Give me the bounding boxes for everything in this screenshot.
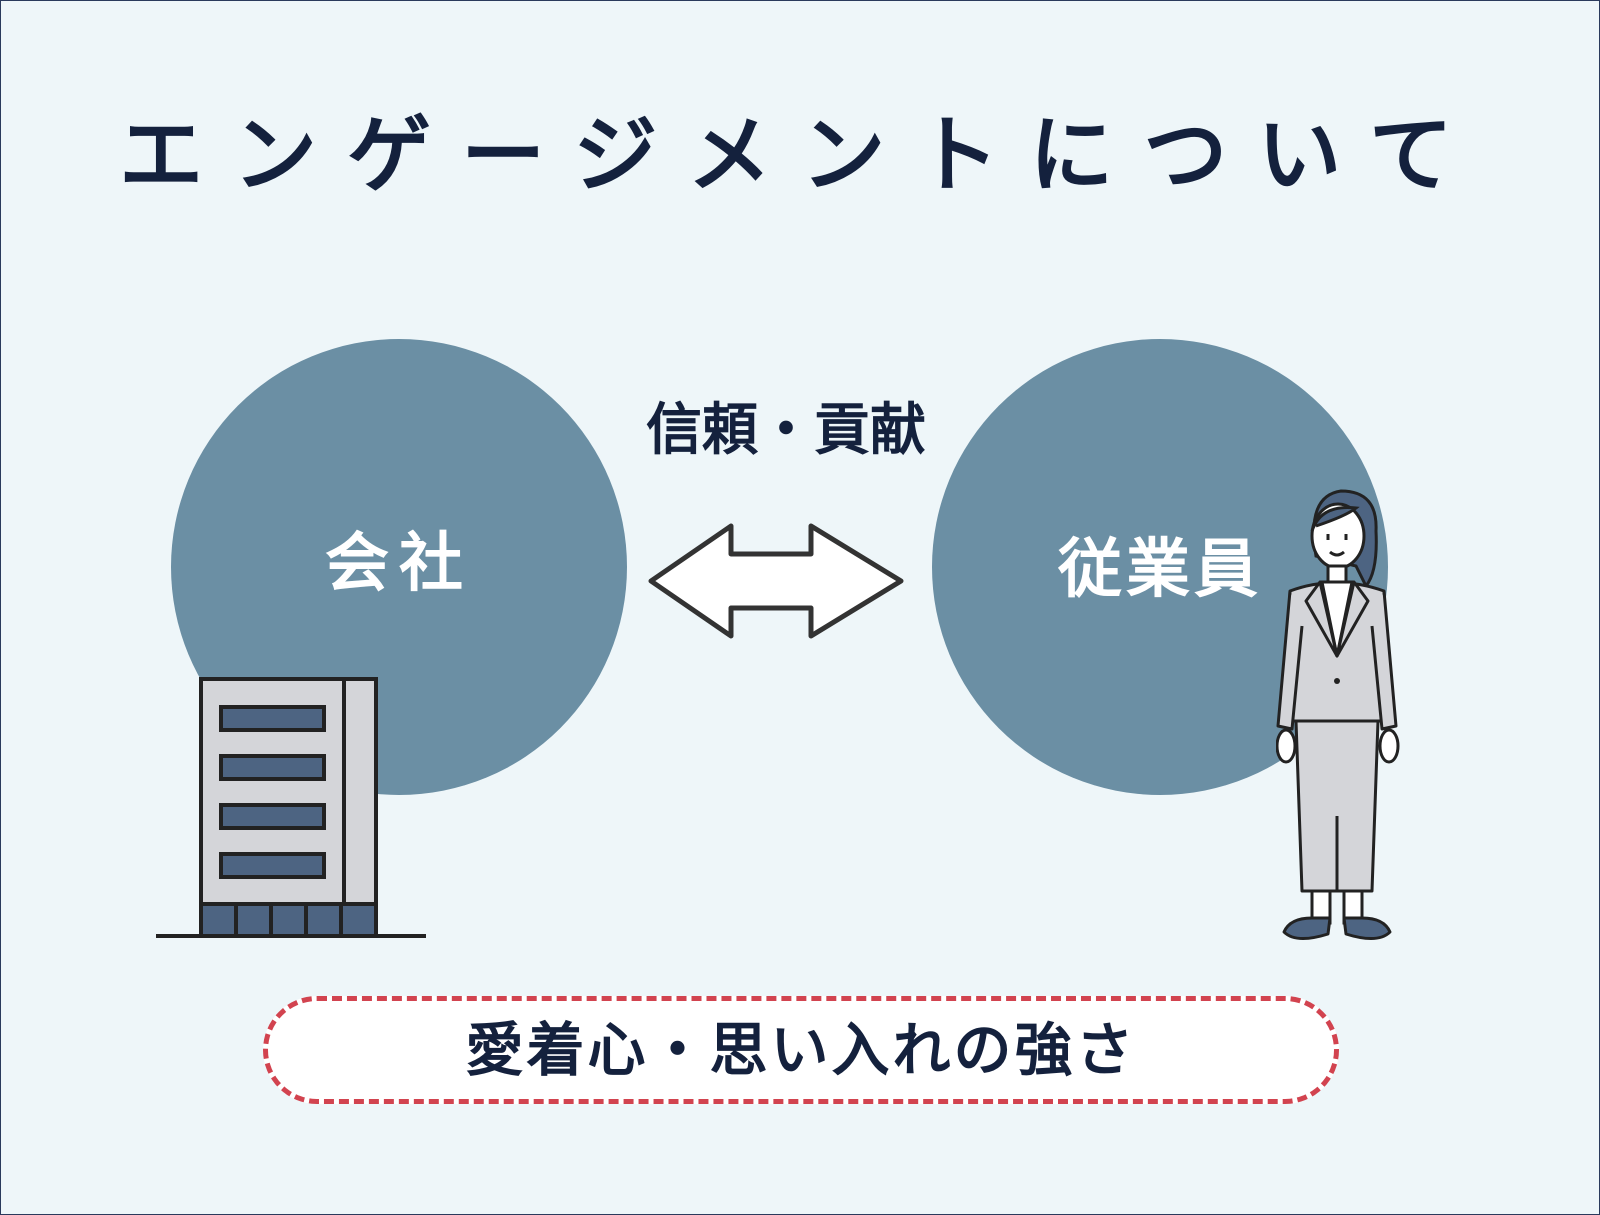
double-arrow-icon bbox=[648, 523, 904, 639]
office-building-icon bbox=[156, 677, 426, 938]
businesswoman-icon bbox=[1276, 489, 1400, 940]
employee-label: 従業員 bbox=[1058, 533, 1262, 607]
company-label: 会社 bbox=[325, 527, 473, 601]
summary-box: 愛着心・思い入れの強さ bbox=[263, 996, 1339, 1104]
page-title: エンゲージメントについて bbox=[119, 106, 1483, 204]
relation-label: 信頼・貢献 bbox=[646, 398, 926, 463]
summary-text: 愛着心・思い入れの強さ bbox=[465, 1016, 1137, 1084]
